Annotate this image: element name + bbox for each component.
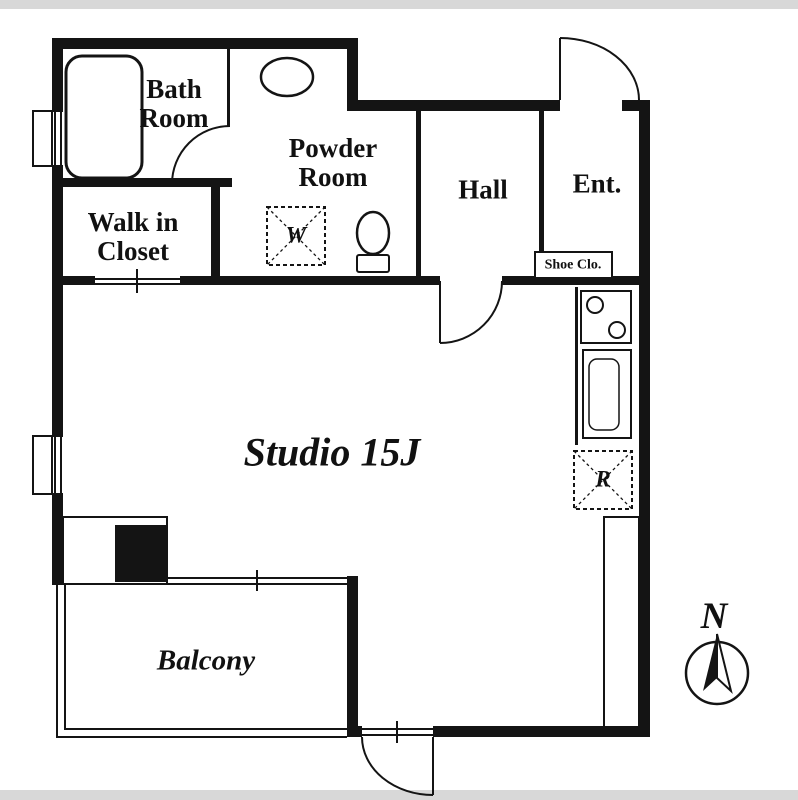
label-studio: Studio 15J bbox=[243, 429, 421, 475]
label-washer: W bbox=[285, 222, 307, 248]
label-balcony: Balcony bbox=[156, 644, 256, 677]
label-entrance: Ent. bbox=[572, 168, 622, 199]
stove-icon bbox=[580, 290, 632, 344]
interior-walls bbox=[52, 49, 648, 445]
toilet-icon bbox=[355, 210, 391, 273]
hall-door-arc bbox=[439, 280, 503, 344]
label-powder-line1: Powder bbox=[288, 132, 378, 163]
label-compass-north: N bbox=[700, 596, 728, 638]
label-shoe-closet: Shoe Clo. bbox=[544, 257, 602, 273]
compass-icon bbox=[684, 633, 750, 706]
refrigerator-box-icon bbox=[573, 450, 633, 510]
bathroom-door-arc bbox=[171, 125, 231, 185]
washer-box-icon bbox=[266, 206, 326, 266]
left-window-lower bbox=[32, 435, 62, 495]
shoe-closet-box bbox=[534, 251, 613, 279]
closet-sliding-door bbox=[95, 269, 180, 293]
label-bath-room: Bath Room bbox=[139, 73, 209, 133]
frame-top-bar bbox=[0, 0, 798, 9]
label-powder-line2: Room bbox=[298, 162, 368, 192]
bottom-opening-window bbox=[362, 721, 433, 743]
left-window-upper bbox=[32, 110, 62, 167]
label-hall: Hall bbox=[458, 174, 508, 205]
wash-basin-icon bbox=[259, 56, 315, 98]
bottom-door-arc bbox=[361, 736, 434, 796]
frame-bottom-bar bbox=[0, 790, 798, 800]
label-walk-in-closet: Walk in Closet bbox=[87, 206, 179, 266]
label-refrigerator: R bbox=[595, 466, 611, 492]
bathtub-icon bbox=[64, 54, 144, 180]
outer-walls bbox=[52, 38, 650, 737]
pillar bbox=[115, 525, 167, 582]
pipe-space-strip bbox=[603, 516, 640, 729]
label-bath-line2: Room bbox=[139, 103, 209, 133]
label-closet-line2: Closet bbox=[97, 236, 169, 266]
entrance-door-arc bbox=[559, 37, 640, 101]
label-closet-line1: Walk in bbox=[87, 206, 179, 237]
kitchen-sink-icon bbox=[582, 349, 632, 439]
balcony-step-box bbox=[62, 516, 168, 585]
label-bath-line1: Bath bbox=[146, 73, 202, 104]
balcony-sliding-window bbox=[167, 570, 347, 591]
label-powder-room: Powder Room bbox=[288, 132, 378, 192]
balcony-railing bbox=[56, 585, 347, 738]
